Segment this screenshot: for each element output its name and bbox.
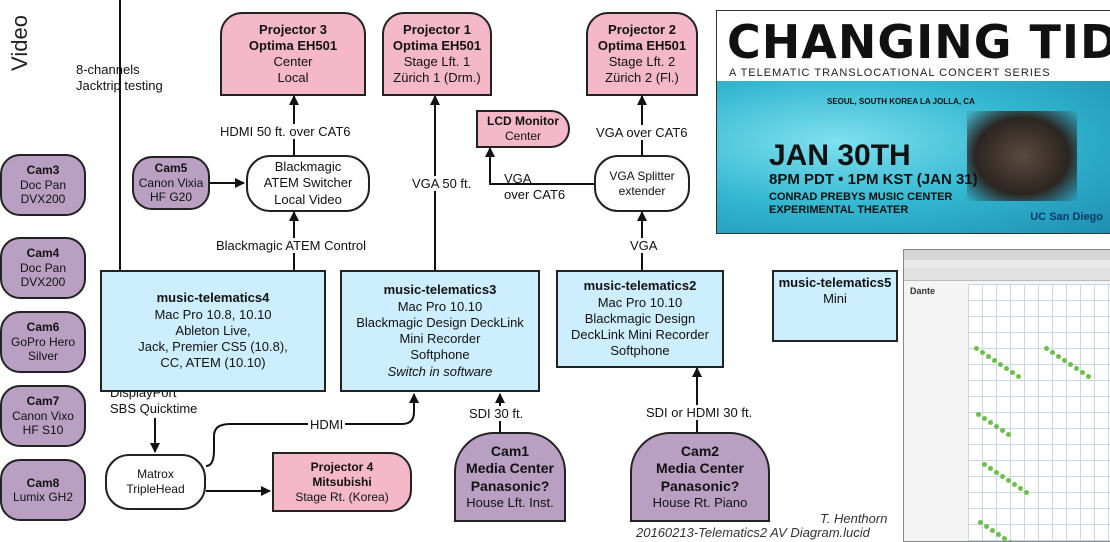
ucsd-logo: UC San Diego bbox=[1030, 211, 1103, 223]
dante-route-dot bbox=[994, 424, 999, 429]
cam3: Cam3 Doc Pan DVX200 bbox=[0, 154, 86, 216]
dante-route-dot bbox=[1018, 486, 1023, 491]
dante-route-dot bbox=[976, 412, 981, 417]
poster-venue: CONRAD PREBYS MUSIC CENTER EXPERIMENTAL … bbox=[769, 191, 953, 217]
dante-route-dot bbox=[1016, 374, 1021, 379]
poster-title: CHANGING TIDES bbox=[727, 15, 1110, 69]
dante-route-dot bbox=[1086, 374, 1091, 379]
dante-route-dot bbox=[1050, 350, 1055, 355]
lcd-monitor: LCD Monitor Center bbox=[476, 110, 570, 148]
cam7: Cam7 Canon Vixo HF S10 bbox=[0, 385, 86, 447]
projector-2: Projector 2 Optima EH501 Stage Lft. 2 Zü… bbox=[586, 12, 698, 96]
dante-route-dot bbox=[1010, 370, 1015, 375]
cam5: Cam5 Canon Vixia HF G20 bbox=[132, 156, 210, 210]
projector-3: Projector 3 Optima EH501 Center Local bbox=[220, 12, 366, 96]
atem-control-label: Blackmagic ATEM Control bbox=[214, 238, 369, 253]
dante-route-dot bbox=[1002, 536, 1007, 541]
poster-date: JAN 30TH bbox=[769, 139, 911, 172]
cam2: Cam2 Media Center Panasonic? House Rt. P… bbox=[630, 432, 770, 522]
dante-route-dot bbox=[1024, 490, 1029, 495]
poster-subtitle: A TELEMATIC TRANSLOCATIONAL CONCERT SERI… bbox=[729, 67, 1051, 79]
dante-route-dot bbox=[1056, 354, 1061, 359]
matrox-triplehead: Matrox TripleHead bbox=[105, 454, 206, 510]
dante-route-dot bbox=[982, 462, 987, 467]
sdi30-label: SDI 30 ft. bbox=[467, 406, 526, 421]
poster-locations: SEOUL, SOUTH KOREA LA JOLLA, CA bbox=[827, 97, 975, 106]
dante-route-dot bbox=[1080, 370, 1085, 375]
atem-switcher: Blackmagic ATEM Switcher Local Video bbox=[246, 155, 370, 212]
dante-route-dot bbox=[1000, 428, 1005, 433]
projector-4: Projector 4 Mitsubishi Stage Rt. (Korea) bbox=[272, 452, 412, 512]
dante-route-dot bbox=[998, 362, 1003, 367]
cam1: Cam1 Media Center Panasonic? House Lft. … bbox=[454, 432, 566, 522]
jacktrip-label: 8-channels Jacktrip testing bbox=[76, 62, 163, 94]
dante-route-dot bbox=[992, 358, 997, 363]
dante-route-dot bbox=[984, 524, 989, 529]
changing-tides-poster: CHANGING TIDES A TELEMATIC TRANSLOCATION… bbox=[716, 10, 1110, 234]
dante-route-dot bbox=[1004, 366, 1009, 371]
music-telematics3: music-telematics3 Mac Pro 10.10 Blackmag… bbox=[340, 270, 540, 392]
vga-cat6-left-label: VGA over CAT6 bbox=[504, 171, 566, 203]
dante-route-dot bbox=[982, 416, 987, 421]
projector-1: Projector 1 Optima EH501 Stage Lft. 1 Zü… bbox=[382, 12, 492, 96]
dante-route-dot bbox=[986, 354, 991, 359]
dante-route-dot bbox=[1006, 432, 1011, 437]
cam8: Cam8 Lumix GH2 bbox=[0, 459, 86, 521]
vga-splitter: VGA Splitter extender bbox=[594, 155, 690, 212]
vga-cat6-top-label: VGA over CAT6 bbox=[594, 125, 690, 140]
credit-file: 20160213-Telematics2 AV Diagram.lucid bbox=[636, 525, 870, 540]
dante-route-dot bbox=[974, 346, 979, 351]
dante-controller-screenshot: Dante bbox=[903, 249, 1110, 542]
music-telematics5: music-telematics5 Mini bbox=[772, 270, 898, 342]
hdmi-label: HDMI bbox=[308, 417, 346, 432]
dante-routing-grid bbox=[968, 284, 1110, 541]
dante-route-dot bbox=[1068, 362, 1073, 367]
dante-route-dot bbox=[980, 350, 985, 355]
hdmi50-label: HDMI 50 ft. over CAT6 bbox=[218, 124, 353, 139]
music-telematics2: music-telematics2 Mac Pro 10.10 Blackmag… bbox=[556, 270, 724, 368]
dante-route-dot bbox=[994, 470, 999, 475]
dante-logo: Dante bbox=[910, 286, 936, 296]
vga-label: VGA bbox=[628, 238, 660, 253]
sdi-hdmi30-label: SDI or HDMI 30 ft. bbox=[644, 405, 755, 420]
dante-route-dot bbox=[996, 532, 1001, 537]
dante-route-dot bbox=[1044, 346, 1049, 351]
dante-route-dot bbox=[988, 420, 993, 425]
dante-route-dot bbox=[978, 520, 983, 525]
credit-author: T. Henthorn bbox=[820, 511, 888, 526]
dante-route-dot bbox=[988, 466, 993, 471]
dante-route-dot bbox=[1006, 478, 1011, 483]
music-telematics4: music-telematics4 Mac Pro 10.8, 10.10 Ab… bbox=[100, 270, 326, 392]
dante-route-dot bbox=[1012, 482, 1017, 487]
dante-route-dot bbox=[1062, 358, 1067, 363]
vga50-label: VGA 50 ft. bbox=[410, 176, 474, 191]
dante-route-dot bbox=[990, 528, 995, 533]
video-side-label: Video bbox=[6, 15, 32, 71]
performer-image bbox=[967, 111, 1077, 201]
cam6: Cam6 GoPro Hero Silver bbox=[0, 311, 86, 373]
dante-route-dot bbox=[1074, 366, 1079, 371]
cam4: Cam4 Doc Pan DVX200 bbox=[0, 237, 86, 299]
dante-route-dot bbox=[1000, 474, 1005, 479]
poster-time: 8PM PDT • 1PM KST (JAN 31) bbox=[769, 171, 978, 188]
